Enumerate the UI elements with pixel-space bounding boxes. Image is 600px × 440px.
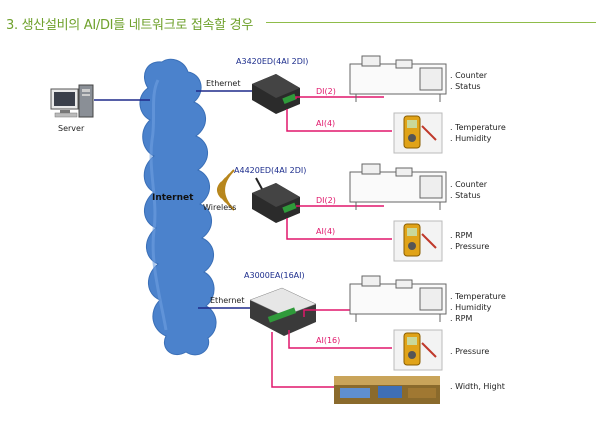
di-label-2: DI(2) bbox=[316, 196, 336, 205]
output-list-2: . Temperature . Humidity bbox=[450, 122, 506, 144]
output-item: . Humidity bbox=[450, 303, 492, 312]
output-list-1: . Counter . Status bbox=[450, 70, 487, 92]
device-a3420ed bbox=[252, 74, 300, 114]
output-list-6: . Pressure bbox=[450, 346, 489, 357]
output-item: . Counter bbox=[450, 71, 488, 80]
output-item: . RPM bbox=[450, 314, 473, 323]
output-item: . Pressure bbox=[450, 242, 490, 251]
ai-label-2: AI(4) bbox=[316, 227, 336, 236]
output-item: . Status bbox=[450, 191, 481, 200]
machine-icon bbox=[349, 163, 447, 210]
output-item: . Status bbox=[450, 82, 481, 91]
meter-icon bbox=[393, 112, 443, 154]
internet-cloud bbox=[139, 58, 217, 356]
output-list-3: . Counter . Status bbox=[450, 179, 487, 201]
machine-icon bbox=[349, 275, 447, 322]
output-item: . Width, Hight bbox=[450, 382, 505, 391]
output-item: . Temperature bbox=[450, 123, 506, 132]
meter-icon bbox=[393, 220, 443, 262]
internet-label: Internet bbox=[152, 193, 194, 203]
wireless-label: Wireless bbox=[203, 203, 237, 212]
wireless-icon bbox=[217, 169, 235, 211]
device-a4420ed bbox=[252, 177, 300, 223]
output-list-4: . RPM . Pressure bbox=[450, 230, 489, 252]
output-list-5: . Temperature . Humidity . RPM bbox=[450, 291, 506, 324]
machine-icon bbox=[349, 55, 447, 102]
ai-label-3: AI(16) bbox=[316, 336, 341, 345]
server-icon bbox=[50, 84, 94, 118]
di-label-1: DI(2) bbox=[316, 87, 336, 96]
ethernet-label-bottom: Ethernet bbox=[210, 296, 245, 305]
ethernet-label-top: Ethernet bbox=[206, 79, 241, 88]
output-item: . Pressure bbox=[450, 347, 490, 356]
output-item: . Counter bbox=[450, 180, 488, 189]
device-a3000ea bbox=[249, 287, 317, 336]
output-item: . RPM bbox=[450, 231, 473, 240]
device-label-a3420ed: A3420ED(4AI 2DI) bbox=[236, 57, 309, 66]
title-divider bbox=[266, 22, 596, 23]
server-label: Server bbox=[58, 124, 85, 133]
page-title: 3. 생산설비의 AI/DI를 네트워크로 접속할 경우 bbox=[6, 18, 253, 33]
meter-icon bbox=[393, 329, 443, 371]
device-label-a3000ea: A3000EA(16AI) bbox=[244, 271, 305, 280]
ai-label-1: AI(4) bbox=[316, 119, 336, 128]
device-label-a4420ed: A4420ED(4AI 2DI) bbox=[234, 166, 307, 175]
conveyor-image bbox=[334, 376, 440, 404]
output-item: . Humidity bbox=[450, 134, 492, 143]
output-item: . Temperature bbox=[450, 292, 506, 301]
output-list-7: . Width, Hight bbox=[450, 381, 505, 392]
